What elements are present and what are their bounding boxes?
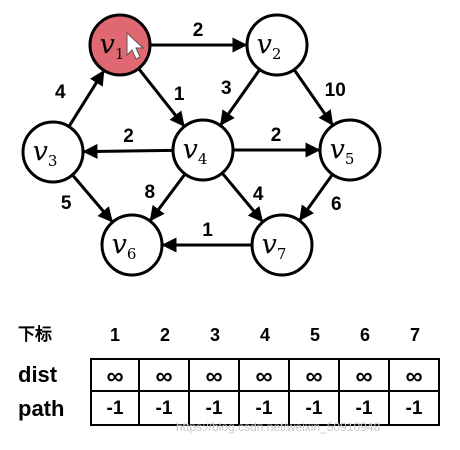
index-cell-2: 2 [159,325,170,345]
watermark-text: https://blog.csdn.net/weixin_50910948 [176,420,381,434]
index-cell-6: 6 [359,325,370,345]
node-circle-v3 [21,120,85,184]
node-v4[interactable]: v4 [171,118,235,182]
edge-weight-v7-v6: 1 [202,220,213,241]
path-cell-4: -1 [240,392,290,426]
node-v1[interactable]: v1 [88,13,152,77]
node-label-v2: v2 [257,29,282,63]
path-cell-6: -1 [340,392,390,426]
edge-v3-v1 [67,70,105,128]
node-v6[interactable]: v6 [100,213,164,277]
edge-weight-v3-v6: 5 [61,193,72,214]
edge-weight-v1-v4: 1 [174,84,185,105]
node-v5[interactable]: v5 [318,118,382,182]
node-label-v4: v4 [183,134,208,168]
dist-cell-1: ∞ [90,358,140,392]
edge-weight-v5-v7: 6 [331,194,342,215]
node-circle-v6 [100,213,164,277]
path-cell-3: -1 [190,392,240,426]
node-label-v6: v6 [112,229,137,263]
node-label-v3: v3 [33,136,58,170]
dist-cell-7: ∞ [390,358,440,392]
edge-v1-v4 [137,67,185,127]
index-cell-4: 4 [259,325,270,345]
index-cell-7: 7 [409,325,420,345]
nodes-layer: v1 v2 v3 v4 v5 v6 v7 [21,13,382,277]
path-row-label: path [18,396,65,421]
path-cell-1: -1 [90,392,140,426]
edge-v2-v4 [219,68,261,126]
path-cell-2: -1 [140,392,190,426]
edge-v4-v6 [149,173,187,222]
dist-cell-6: ∞ [340,358,390,392]
edge-weight-v4-v5: 2 [271,125,282,146]
edge-v4-v3 [82,143,174,159]
edge-v3-v6 [71,173,114,223]
dist-cell-3: ∞ [190,358,240,392]
dist-cell-4: ∞ [240,358,290,392]
dist-cell-2: ∞ [140,358,190,392]
node-circle-v7 [250,213,314,277]
edge-weight-v4-v3: 2 [123,126,134,147]
index-row: 下标 1 2 3 4 5 6 7 [0,318,460,352]
edge-weight-v3-v1: 4 [55,82,66,103]
edges-layer: 2 1 3 10 4 5 2 2 8 4 6 1 [55,20,346,253]
node-label-v7: v7 [262,229,287,263]
edge-weight-v2-v5: 10 [325,80,346,101]
path-cell-7: -1 [390,392,440,426]
node-circle-v2 [245,13,309,77]
edge-weight-v4-v7: 4 [253,184,264,205]
edge-v2-v5 [292,68,334,126]
dist-row: dist ∞∞∞∞∞∞∞ [0,358,460,392]
dist-cell-5: ∞ [290,358,340,392]
edge-v4-v7 [221,172,264,223]
edge-v5-v7 [298,173,334,222]
node-label-v5: v5 [330,134,355,168]
path-row: path -1-1-1-1-1-1-1 [0,392,460,426]
node-v2[interactable]: v2 [245,13,309,77]
mouse-cursor-icon [126,31,145,60]
index-cell-3: 3 [209,325,220,345]
edge-weight-v4-v6: 8 [145,182,156,203]
graph-diagram: 2 1 3 10 4 5 2 2 8 4 6 1 v1 v2 v3 v4 v5 v6 v7 [21,13,382,277]
edge-weight-v2-v4: 3 [221,78,232,99]
path-cell-5: -1 [290,392,340,426]
index-cell-1: 1 [109,325,120,345]
node-label-v1: v1 [100,29,125,63]
node-v3[interactable]: v3 [21,120,85,184]
dist-row-label: dist [18,362,58,387]
index-cell-5: 5 [309,325,320,345]
node-circle-v5 [318,118,382,182]
edge-weight-v1-v2: 2 [193,20,204,41]
index-row-label: 下标 [18,325,52,345]
node-circle-v4 [171,118,235,182]
node-circle-v1 [88,13,152,77]
node-v7[interactable]: v7 [250,213,314,277]
